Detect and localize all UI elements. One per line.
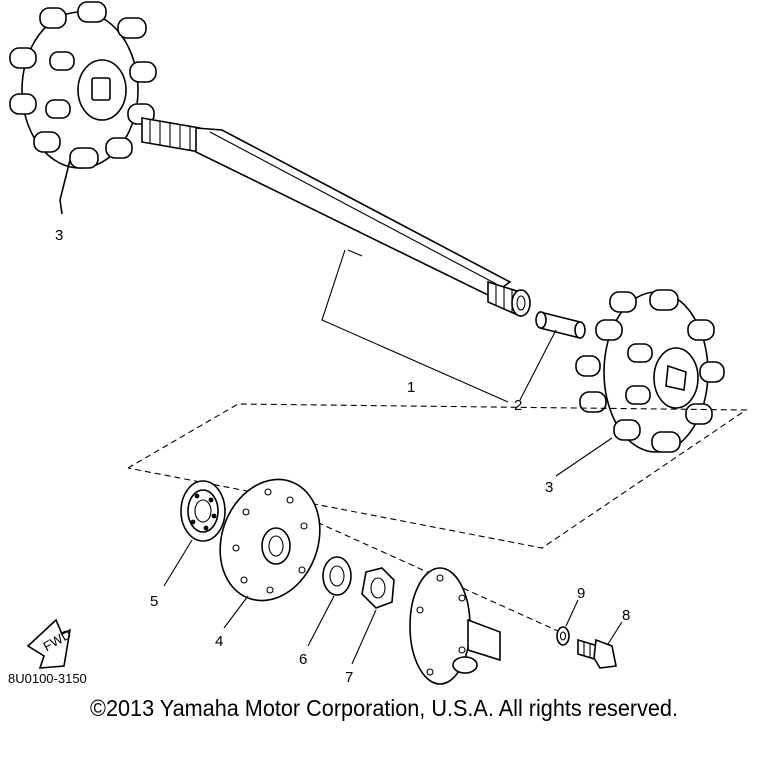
sprocket-right-teeth <box>575 289 725 453</box>
hub-flange <box>409 567 501 685</box>
bolt <box>577 638 617 669</box>
callout-4: 4 <box>215 633 223 650</box>
sprocket-left <box>9 1 157 169</box>
washer <box>322 556 352 596</box>
drawing-code: 8U0100-3150 <box>8 671 87 686</box>
nut <box>361 567 395 609</box>
callout-3-left: 3 <box>55 227 63 244</box>
pin <box>535 310 586 340</box>
callout-numbers: 3 1 2 3 5 4 6 7 9 8 <box>55 227 630 686</box>
sprocket-left-teeth <box>9 1 157 169</box>
callout-6: 6 <box>299 651 307 668</box>
callout-9: 9 <box>577 585 585 602</box>
drive-shaft <box>141 117 531 318</box>
callout-2: 2 <box>514 397 522 414</box>
leader-lines <box>59 159 623 665</box>
plate <box>219 478 321 602</box>
callout-7: 7 <box>345 669 353 686</box>
callout-8: 8 <box>622 607 630 624</box>
callout-3-right: 3 <box>545 479 553 496</box>
callout-1: 1 <box>407 379 415 396</box>
lock-washer <box>556 626 570 646</box>
copyright-notice: ©2013 Yamaha Motor Corporation, U.S.A. A… <box>90 695 678 721</box>
assembly-guide-lines <box>127 403 748 633</box>
callout-5: 5 <box>150 593 158 610</box>
fwd-arrow-icon: FWD <box>26 618 74 669</box>
bearing <box>180 480 226 542</box>
sprocket-right <box>575 289 725 453</box>
